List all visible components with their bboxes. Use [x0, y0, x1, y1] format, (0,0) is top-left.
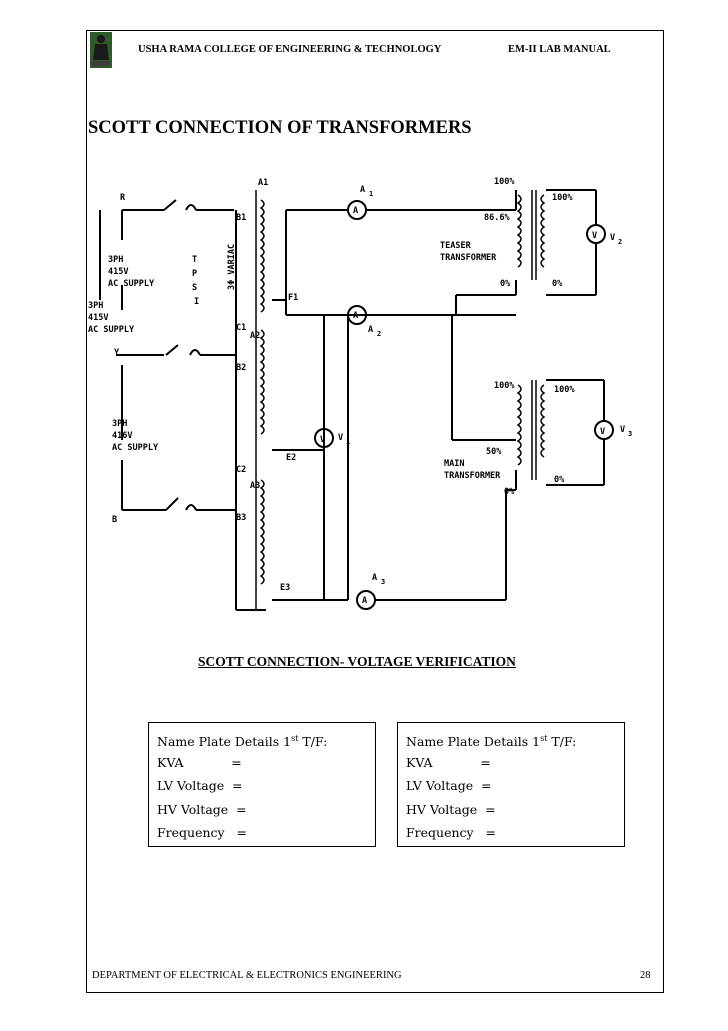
svg-text:TRANSFORMER: TRANSFORMER	[440, 253, 497, 263]
nameplate-left: Name Plate Details 1st T/F: KVA = LV Vol…	[148, 722, 376, 847]
svg-text:100%: 100%	[554, 385, 575, 395]
header-manual: EM-II LAB MANUAL	[508, 44, 611, 55]
svg-text:E3: E3	[280, 583, 290, 593]
nameplate-left-heading: Name Plate Details 1st T/F:	[157, 734, 328, 750]
svg-text:TEASER: TEASER	[440, 241, 472, 251]
svg-text:86.6%: 86.6%	[484, 213, 510, 223]
svg-text:A2: A2	[250, 331, 260, 341]
svg-text:AC SUPPLY: AC SUPPLY	[88, 325, 135, 335]
svg-text:3PH: 3PH	[88, 301, 103, 311]
svg-text:V: V	[320, 435, 325, 445]
footer-department: DEPARTMENT OF ELECTRICAL & ELECTRONICS E…	[92, 970, 402, 981]
scott-connection-diagram: R Y B 3PH 415V AC SUPPLY 3PH 415V AC SUP…	[88, 177, 632, 611]
svg-text:415V: 415V	[88, 313, 108, 323]
svg-text:0%: 0%	[500, 279, 511, 289]
svg-text:A: A	[362, 596, 367, 606]
svg-text:MAIN: MAIN	[444, 459, 464, 469]
svg-text:C1: C1	[236, 323, 246, 333]
svg-text:V: V	[592, 231, 597, 241]
svg-text:3: 3	[381, 578, 385, 586]
svg-text:415V: 415V	[108, 267, 128, 277]
svg-text:AC SUPPLY: AC SUPPLY	[108, 279, 155, 289]
college-logo-icon	[90, 32, 112, 68]
svg-text:C2: C2	[236, 465, 246, 475]
label-y: Y	[114, 348, 120, 358]
svg-text:2: 2	[618, 238, 622, 246]
svg-text:I: I	[194, 297, 199, 307]
svg-text:V: V	[338, 433, 343, 443]
svg-text:A: A	[372, 573, 377, 583]
section-subtitle: SCOTT CONNECTION- VOLTAGE VERIFICATION	[198, 654, 516, 669]
svg-text:B3: B3	[236, 513, 246, 523]
svg-text:100%: 100%	[494, 381, 515, 391]
svg-text:3PH: 3PH	[112, 419, 127, 429]
nameplate-right-heading: Name Plate Details 1st T/F:	[406, 734, 577, 750]
page-border	[86, 30, 664, 993]
svg-text:3: 3	[628, 430, 632, 438]
svg-text:1: 1	[369, 190, 373, 198]
label-r: R	[120, 193, 126, 203]
svg-text:E2: E2	[286, 453, 296, 463]
nameplate-right: Name Plate Details 1st T/F: KVA = LV Vol…	[397, 722, 625, 847]
svg-text:TRANSFORMER: TRANSFORMER	[444, 471, 501, 481]
svg-text:100%: 100%	[494, 177, 515, 187]
svg-text:0%: 0%	[554, 475, 565, 485]
nameplate-left-hv: HV Voltage =	[157, 801, 247, 817]
page-number: 28	[640, 970, 651, 981]
svg-text:A1: A1	[258, 178, 268, 188]
svg-text:AC SUPPLY: AC SUPPLY	[112, 443, 159, 453]
header-college: USHA RAMA COLLEGE OF ENGINEERING & TECHN…	[138, 44, 442, 55]
svg-text:3PH: 3PH	[108, 255, 123, 265]
svg-text:0%: 0%	[504, 487, 515, 497]
svg-text:T: T	[192, 255, 197, 265]
nameplate-left-frequency: Frequency =	[157, 825, 248, 840]
svg-text:F1: F1	[288, 293, 298, 303]
svg-text:V: V	[610, 233, 615, 243]
svg-text:A: A	[368, 325, 373, 335]
variac-label: 3Φ VARIAC	[227, 244, 237, 290]
svg-text:1: 1	[346, 438, 350, 446]
svg-text:50%: 50%	[486, 447, 502, 457]
nameplate-right-lv: LV Voltage =	[406, 778, 492, 793]
svg-text:A3: A3	[250, 481, 260, 491]
svg-text:S: S	[192, 283, 197, 293]
nameplate-right-kva: KVA =	[406, 754, 491, 770]
nameplate-right-frequency: Frequency =	[406, 825, 497, 840]
label-b: B	[112, 515, 117, 525]
svg-text:100%: 100%	[552, 193, 573, 203]
svg-text:A: A	[353, 206, 358, 216]
svg-text:A: A	[360, 185, 365, 195]
svg-text:0%: 0%	[552, 279, 563, 289]
svg-text:B1: B1	[236, 213, 246, 223]
page-title: SCOTT CONNECTION OF TRANSFORMERS	[88, 118, 472, 138]
svg-text:V: V	[600, 427, 605, 437]
svg-text:A: A	[353, 311, 358, 321]
nameplate-right-hv: HV Voltage =	[406, 801, 496, 817]
svg-text:B2: B2	[236, 363, 246, 373]
nameplate-left-kva: KVA =	[157, 754, 242, 770]
nameplate-left-lv: LV Voltage =	[157, 778, 243, 793]
svg-text:P: P	[192, 269, 197, 279]
svg-text:V: V	[620, 425, 625, 435]
svg-text:416V: 416V	[112, 431, 132, 441]
svg-text:2: 2	[377, 330, 381, 338]
